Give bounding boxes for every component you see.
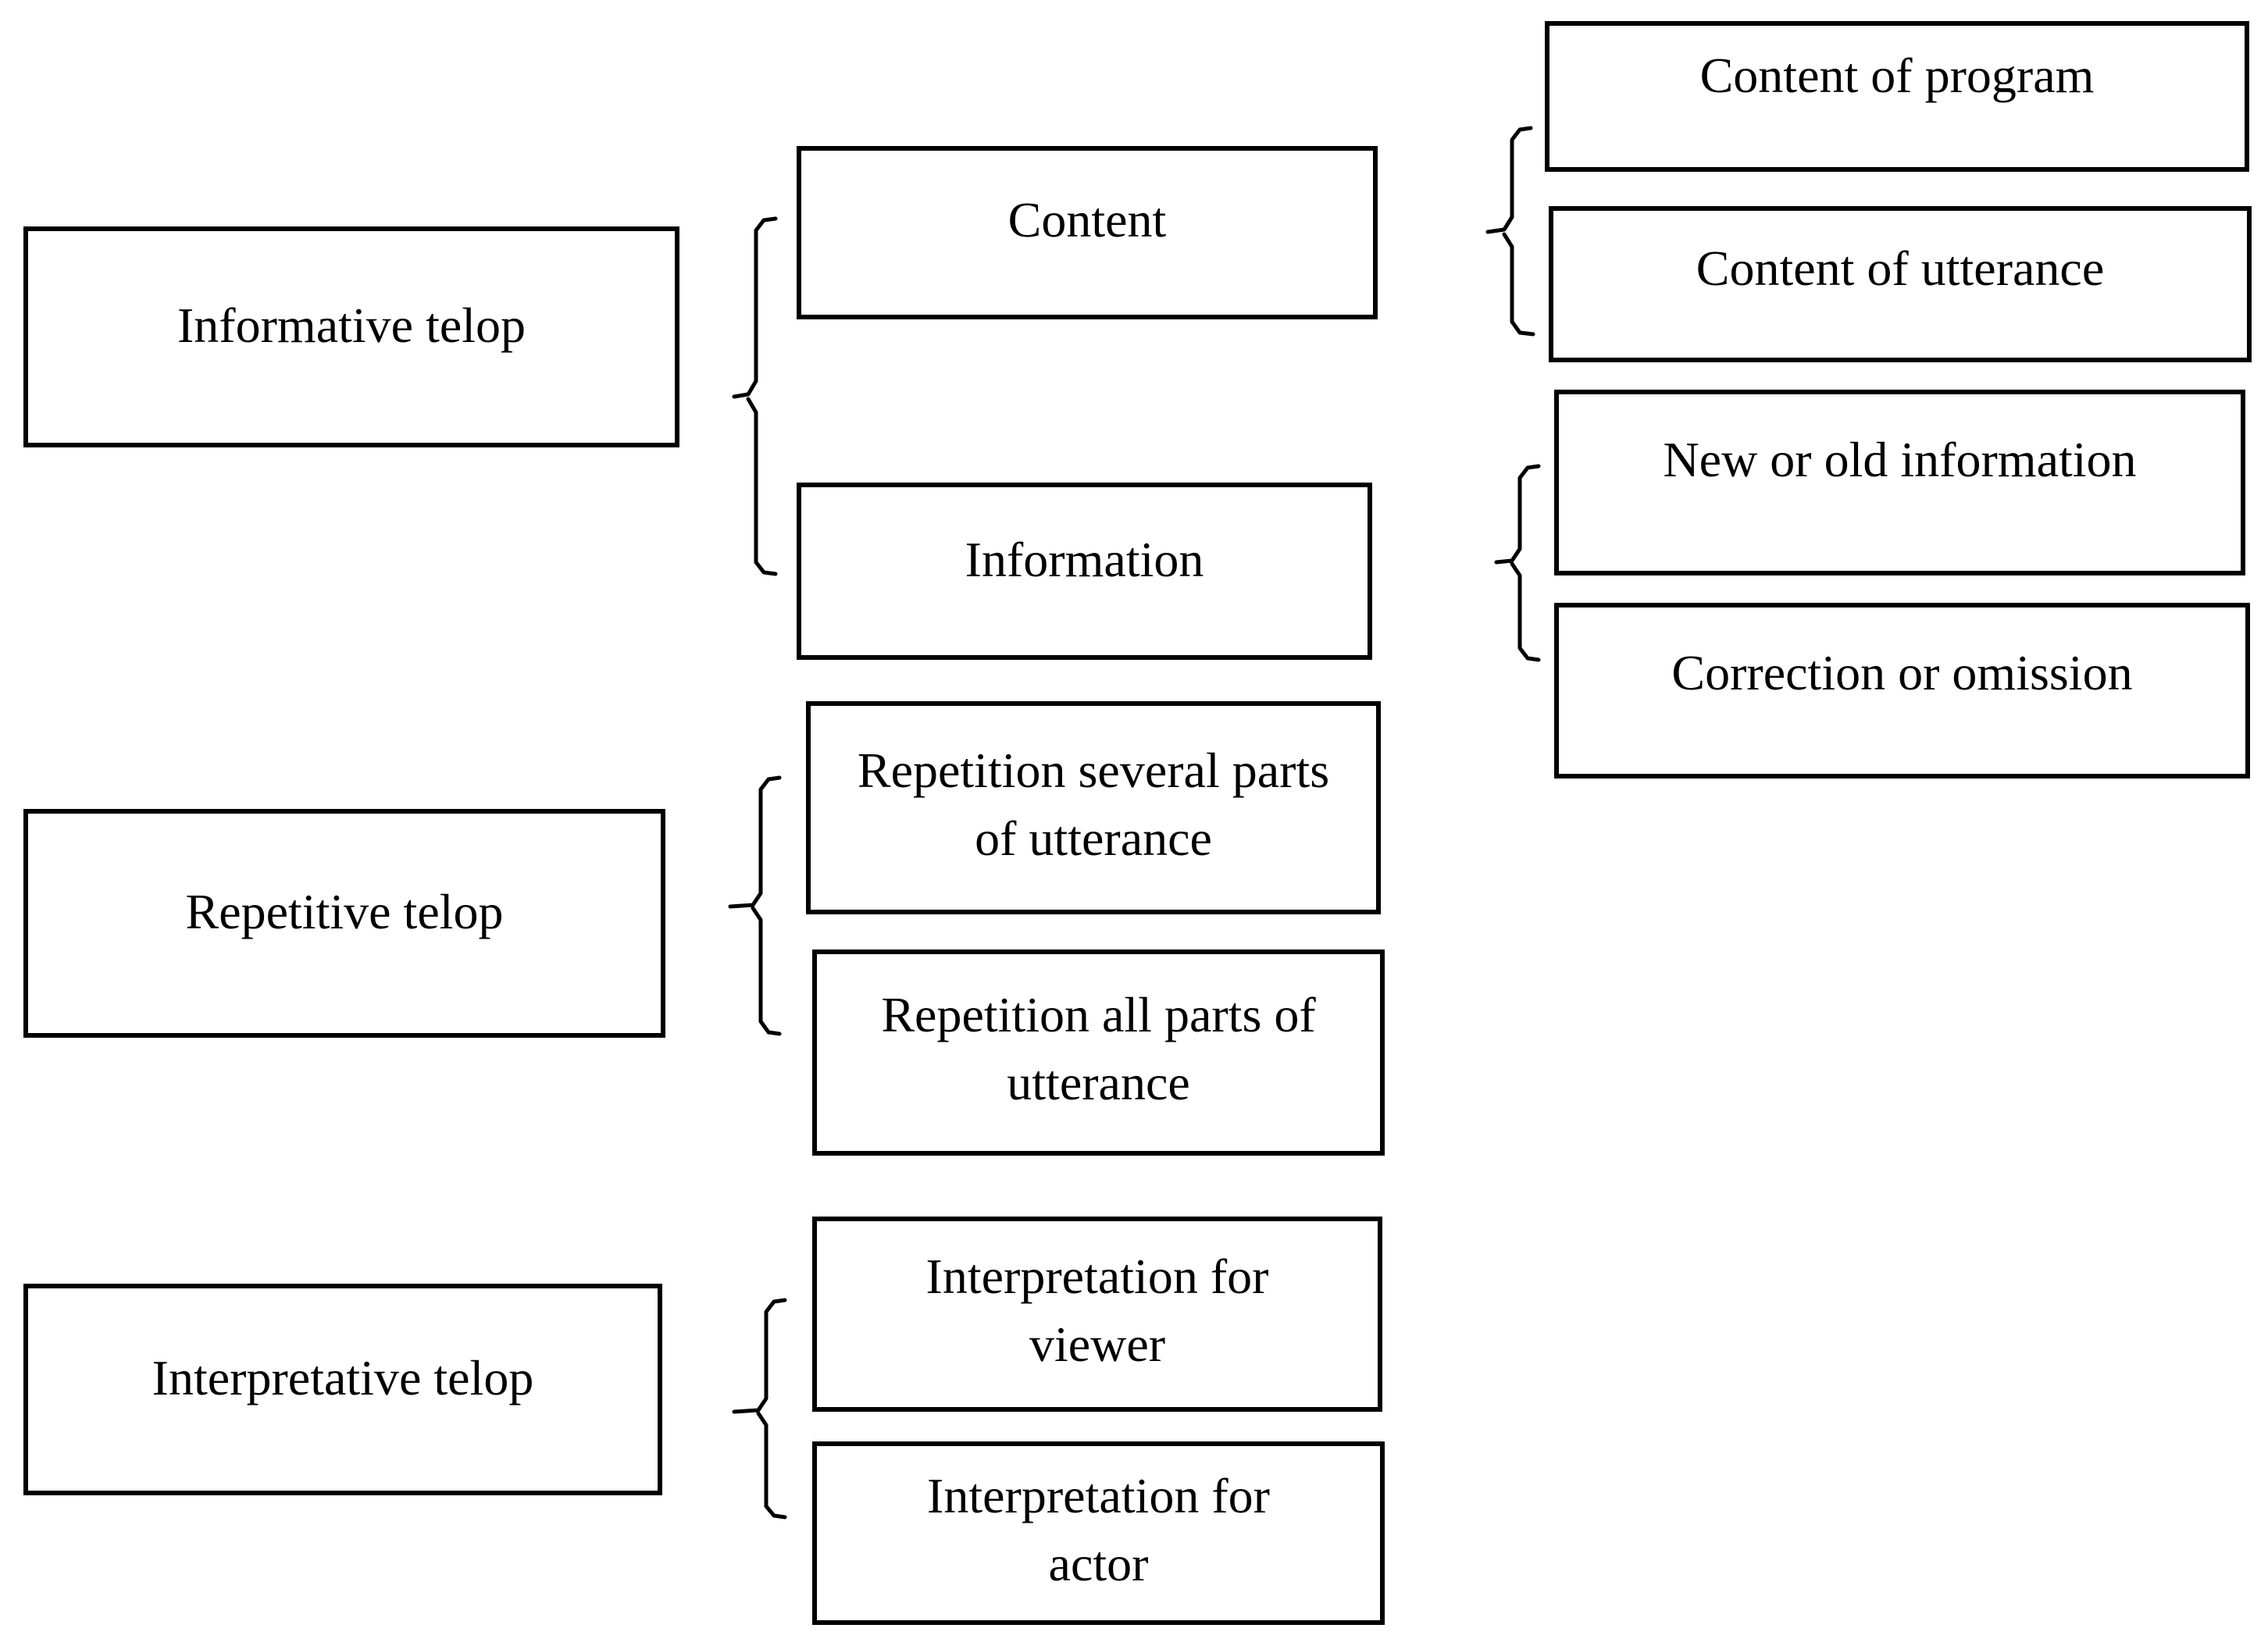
node-label: Repetitive telop xyxy=(185,884,504,939)
node-label: Interpretation for viewer xyxy=(925,1249,1269,1372)
node-repetition-several-parts: Repetition several parts of utterance xyxy=(806,701,1381,914)
node-interpretation-viewer: Interpretation for viewer xyxy=(812,1217,1382,1412)
node-label: Information xyxy=(965,532,1204,587)
node-interpretation-actor: Interpretation for actor xyxy=(812,1441,1385,1625)
node-label: Informative telop xyxy=(177,297,526,353)
node-label: Correction or omission xyxy=(1671,645,2133,700)
node-correction-or-omission: Correction or omission xyxy=(1554,603,2250,778)
node-repetitive-telop: Repetitive telop xyxy=(23,809,665,1038)
bracket-information xyxy=(1494,464,1541,662)
bracket-interpretative xyxy=(732,1298,787,1520)
bracket-repetitive xyxy=(728,775,782,1036)
node-informative-telop: Informative telop xyxy=(23,226,679,447)
node-content: Content xyxy=(797,146,1378,319)
node-label: Content of program xyxy=(1699,48,2095,103)
node-label: Repetition all parts of utterance xyxy=(881,987,1316,1110)
bracket-informative xyxy=(732,216,778,576)
node-label: New or old information xyxy=(1663,432,2137,487)
node-label: Interpretation for actor xyxy=(927,1467,1270,1591)
node-new-or-old-information: New or old information xyxy=(1554,390,2245,575)
node-repetition-all-parts: Repetition all parts of utterance xyxy=(812,949,1385,1156)
bracket-content xyxy=(1485,126,1535,337)
node-label: Content of utterance xyxy=(1696,240,2105,296)
node-label: Content xyxy=(1007,192,1167,248)
node-content-of-program: Content of program xyxy=(1545,21,2249,172)
node-content-of-utterance: Content of utterance xyxy=(1549,206,2252,362)
node-label: Interpretative telop xyxy=(152,1350,534,1406)
node-label: Repetition several parts of utterance xyxy=(857,742,1330,866)
node-information: Information xyxy=(797,483,1372,660)
node-interpretative-telop: Interpretative telop xyxy=(23,1284,662,1495)
